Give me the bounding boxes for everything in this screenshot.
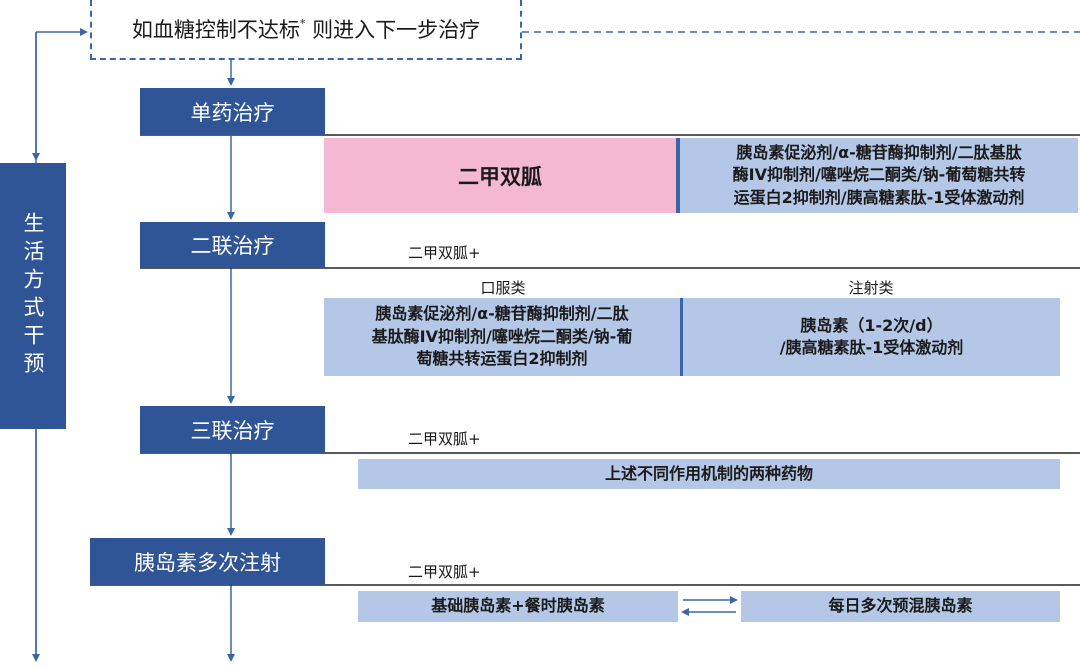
escalation-note-suffix: 则进入下一步治疗 xyxy=(305,18,481,42)
oral-header: 口服类 xyxy=(480,279,526,297)
insulin-base-label: 二甲双胍+ xyxy=(408,563,481,581)
triple-option-box: 上述不同作用机制的两种药物 xyxy=(358,459,1060,489)
stage-monotherapy-label: 单药治疗 xyxy=(190,100,275,125)
stage-dual-therapy-label: 二联治疗 xyxy=(190,234,275,258)
stage-triple-therapy-label: 三联治疗 xyxy=(190,418,275,443)
lifestyle-intervention-box: 生活方式干预 xyxy=(0,163,66,429)
dual-injection-text: 胰岛素（1-2次/d） /胰高糖素肽-1受体激动剂 xyxy=(779,315,964,357)
injection-header: 注射类 xyxy=(848,279,894,297)
premix-insulin-box: 每日多次预混胰岛素 xyxy=(741,591,1060,622)
mono-alternatives-text: 胰岛素促泌剂/α-糖苷酶抑制剂/二肽基肽 酶IV抑制剂/噻唑烷二酮类/钠-葡萄糖… xyxy=(732,142,1026,207)
escalation-note-text: 如血糖控制不达标 xyxy=(131,18,300,42)
triple-option-text: 上述不同作用机制的两种药物 xyxy=(604,463,813,483)
basal-bolus-box: 基础胰岛素+餐时胰岛素 xyxy=(358,591,678,622)
dual-injection-box: 胰岛素（1-2次/d） /胰高糖素肽-1受体激动剂 xyxy=(683,298,1060,376)
dual-base-label: 二甲双胍+ xyxy=(408,244,481,262)
stage-multiple-insulin: 胰岛素多次注射 xyxy=(90,538,325,585)
dual-divider xyxy=(680,298,683,376)
mono-alternatives-box: 胰岛素促泌剂/α-糖苷酶抑制剂/二肽基肽 酶IV抑制剂/噻唑烷二酮类/钠-葡萄糖… xyxy=(680,138,1078,213)
dual-oral-text: 胰岛素促泌剂/α-糖苷酶抑制剂/二肽 基肽酶IV抑制剂/噻唑烷二酮类/钠-葡 萄… xyxy=(371,304,633,369)
escalation-note-box: 如血糖控制不达标* 则进入下一步治疗 xyxy=(90,0,522,60)
metformin-box: 二甲双胍 xyxy=(324,138,676,213)
premix-insulin-text: 每日多次预混胰岛素 xyxy=(828,596,973,616)
stage-dual-therapy: 二联治疗 xyxy=(140,222,325,268)
stage-triple-therapy: 三联治疗 xyxy=(140,406,325,453)
stage-monotherapy: 单药治疗 xyxy=(140,88,325,135)
dual-oral-box: 胰岛素促泌剂/α-糖苷酶抑制剂/二肽 基肽酶IV抑制剂/噻唑烷二酮类/钠-葡 萄… xyxy=(324,298,680,376)
stage-multiple-insulin-label: 胰岛素多次注射 xyxy=(134,550,281,575)
lifestyle-intervention-label: 生活方式干预 xyxy=(21,212,45,380)
mono-divider xyxy=(676,138,680,213)
escalation-note-asterisk: * xyxy=(299,16,306,30)
metformin-label: 二甲双胍 xyxy=(458,164,542,189)
basal-bolus-text: 基础胰岛素+餐时胰岛素 xyxy=(431,596,605,616)
triple-base-label: 二甲双胍+ xyxy=(408,430,481,448)
